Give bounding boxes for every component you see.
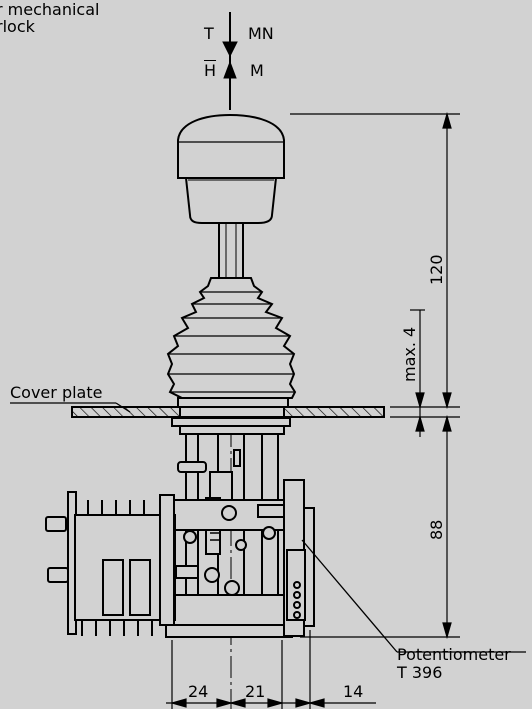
dimension-14: 14: [343, 682, 364, 701]
potentiometer-label-line2: T 396: [397, 663, 443, 682]
joystick-knob: [177, 113, 285, 224]
dimension-88: 88: [427, 519, 446, 540]
interlock-label-line2: rlock: [0, 17, 35, 36]
dimension-21: 21: [245, 682, 266, 701]
dimension-lines: [166, 111, 460, 709]
potentiometer: [283, 479, 315, 637]
direction-mn-label: MN: [248, 24, 274, 43]
leader-lines: [10, 402, 526, 653]
rubber-bellows: [166, 277, 297, 408]
potentiometer-label-line1: Potentiometer: [397, 645, 511, 664]
dimension-24: 24: [188, 682, 209, 701]
dimension-max-4: max. 4: [400, 326, 419, 382]
joystick-shaft: [218, 222, 244, 279]
direction-t-label: T: [204, 24, 214, 43]
direction-h-label: H: [204, 61, 217, 80]
cover-plate-label: Cover plate: [10, 383, 103, 402]
cover-plate: [71, 406, 385, 418]
contact-block: [45, 491, 176, 636]
interlock-label-line1: r mechanical: [0, 0, 100, 19]
dimension-120: 120: [427, 254, 446, 285]
direction-m-label: M: [250, 61, 264, 80]
direction-arrow: [222, 12, 238, 110]
